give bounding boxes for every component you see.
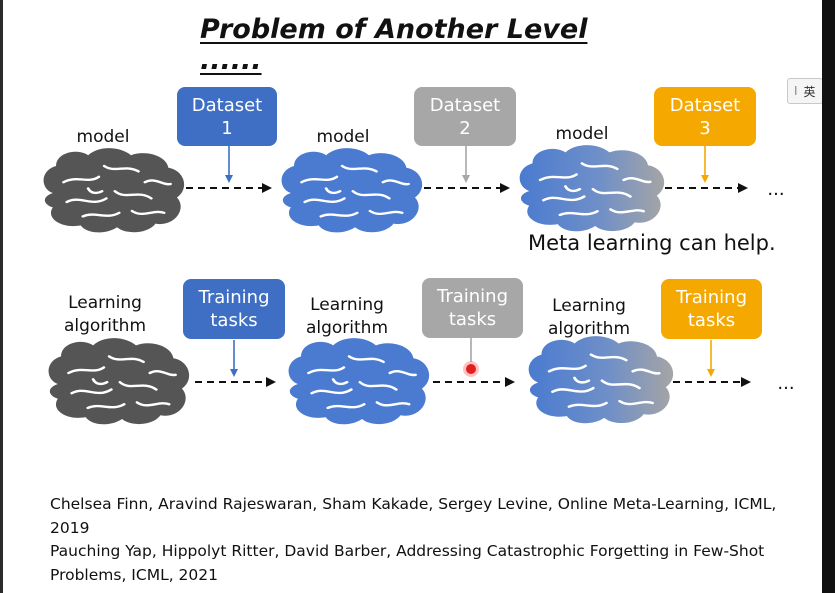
- dataset-box-3-line2: 3: [699, 117, 711, 139]
- arrowhead-icon: [701, 175, 709, 183]
- dataset-box-1: Dataset 1: [177, 87, 277, 146]
- ime-indicator[interactable]: I 英: [787, 78, 823, 104]
- dataset-box-2-line2: 2: [459, 117, 471, 139]
- arrowhead-icon: [500, 183, 510, 193]
- label-model-2: model: [316, 127, 370, 147]
- slide-title: Problem of Another Level ......: [200, 14, 588, 76]
- label-line1: Learning: [310, 295, 384, 315]
- arrowhead-icon: [707, 369, 715, 377]
- label-line2: algorithm: [547, 319, 631, 339]
- arrowhead-icon: [505, 377, 515, 387]
- ellipsis-row2: ...: [777, 373, 795, 394]
- training-tasks-box-2-line1: Training: [436, 286, 509, 307]
- label-line2: algorithm: [305, 318, 389, 338]
- label-learning-algorithm-2: Learning algorithm: [297, 294, 397, 340]
- training-tasks-box-1: Training tasks: [183, 279, 285, 339]
- label-line1: Learning: [552, 296, 626, 316]
- meta-learning-note: Meta learning can help.: [528, 231, 776, 255]
- dataset-box-1-line1: Dataset: [191, 94, 263, 116]
- dataset-box-3-line1: Dataset: [669, 94, 741, 116]
- label-line2: algorithm: [63, 316, 147, 336]
- dataset-box-1-line2: 1: [221, 117, 233, 139]
- arrowhead-icon: [225, 175, 233, 183]
- brain-icon-row1-2: [281, 148, 423, 233]
- training-tasks-box-2: Training tasks: [422, 278, 523, 338]
- left-border: [0, 0, 3, 593]
- brain-icon-row1-1: [43, 148, 185, 233]
- window-edge: [822, 0, 835, 593]
- arrowhead-icon: [262, 183, 272, 193]
- label-learning-algorithm-3: Learning algorithm: [539, 295, 639, 341]
- dataset-box-2-line1: Dataset: [429, 94, 501, 116]
- label-line1: Learning: [68, 293, 142, 313]
- ellipsis-row1: ...: [767, 179, 785, 200]
- arrowhead-icon: [230, 369, 238, 377]
- training-tasks-box-1-line2: tasks: [210, 310, 258, 331]
- training-tasks-box-3: Training tasks: [661, 279, 762, 339]
- arrowhead-icon: [738, 183, 748, 193]
- training-tasks-box-3-line1: Training: [675, 287, 748, 308]
- dataset-box-2: Dataset 2: [414, 87, 516, 146]
- laser-pointer-icon: [466, 364, 476, 374]
- text-cursor-icon: I: [794, 84, 798, 98]
- label-model-3: model: [555, 124, 609, 144]
- dataset-box-3: Dataset 3: [654, 87, 756, 146]
- training-tasks-box-3-line2: tasks: [687, 310, 736, 331]
- reference-1: Chelsea Finn, Aravind Rajeswaran, Sham K…: [50, 495, 777, 537]
- brain-icon-row1-3: [519, 145, 665, 232]
- training-tasks-box-1-line1: Training: [198, 287, 270, 308]
- reference-2: Pauching Yap, Hippolyt Ritter, David Bar…: [50, 542, 765, 584]
- arrowhead-icon: [462, 175, 470, 183]
- brain-icon-row2-3: [528, 336, 674, 424]
- brain-icon-row2-1: [48, 338, 190, 425]
- training-tasks-box-2-line2: tasks: [448, 309, 497, 330]
- label-learning-algorithm-1: Learning algorithm: [55, 292, 155, 338]
- brain-icon-row2-2: [288, 338, 430, 425]
- arrowhead-icon: [266, 377, 276, 387]
- ime-language-label: 英: [803, 84, 816, 99]
- references: Chelsea Finn, Aravind Rajeswaran, Sham K…: [50, 493, 790, 587]
- label-model-1: model: [76, 127, 130, 147]
- arrowhead-icon: [741, 377, 751, 387]
